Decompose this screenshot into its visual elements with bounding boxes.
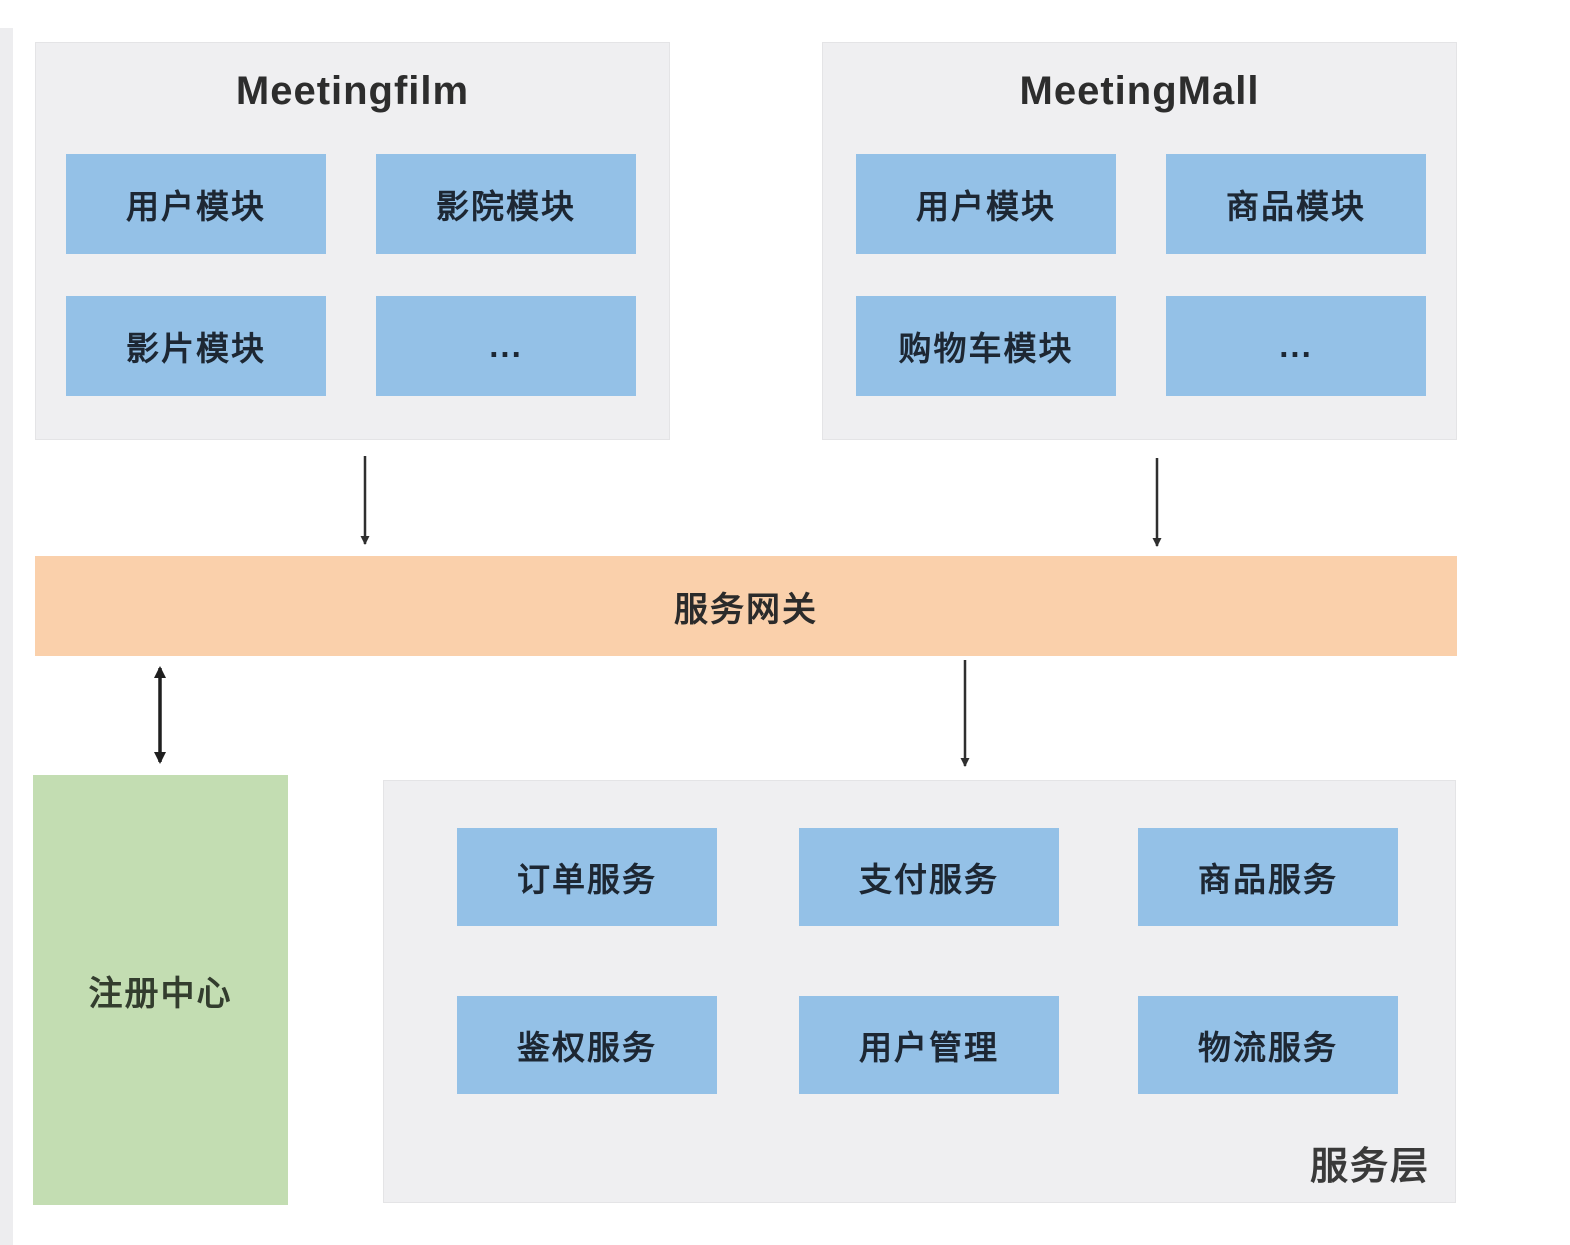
meetingfilm-panel: Meetingfilm 用户模块 影院模块 影片模块 ... xyxy=(35,42,670,440)
module-user-mall: 用户模块 xyxy=(856,154,1116,254)
module-movie: 影片模块 xyxy=(66,296,326,396)
service-gateway-bar: 服务网关 xyxy=(35,556,1457,656)
meetingmall-title: MeetingMall xyxy=(1019,69,1260,113)
service-layer-panel: 订单服务 支付服务 商品服务 鉴权服务 用户管理 物流服务 服务层 xyxy=(383,780,1456,1203)
service-auth: 鉴权服务 xyxy=(457,996,717,1094)
service-product: 商品服务 xyxy=(1138,828,1398,926)
left-edge-strip xyxy=(0,28,13,1245)
module-cart: 购物车模块 xyxy=(856,296,1116,396)
module-product: 商品模块 xyxy=(1166,154,1426,254)
module-cinema: 影院模块 xyxy=(376,154,636,254)
service-logistics: 物流服务 xyxy=(1138,996,1398,1094)
service-gateway-label: 服务网关 xyxy=(674,590,818,629)
meetingmall-panel: MeetingMall 用户模块 商品模块 购物车模块 ... xyxy=(822,42,1457,440)
module-user-film: 用户模块 xyxy=(66,154,326,254)
module-more-mall: ... xyxy=(1166,296,1426,396)
service-user-mgmt: 用户管理 xyxy=(799,996,1059,1094)
registry-center-box: 注册中心 xyxy=(33,775,288,1205)
meetingfilm-title: Meetingfilm xyxy=(235,69,470,113)
service-payment: 支付服务 xyxy=(799,828,1059,926)
registry-center-label: 注册中心 xyxy=(88,974,233,1013)
service-layer-label: 服务层 xyxy=(1309,1146,1430,1188)
service-order: 订单服务 xyxy=(457,828,717,926)
module-more-film: ... xyxy=(376,296,636,396)
